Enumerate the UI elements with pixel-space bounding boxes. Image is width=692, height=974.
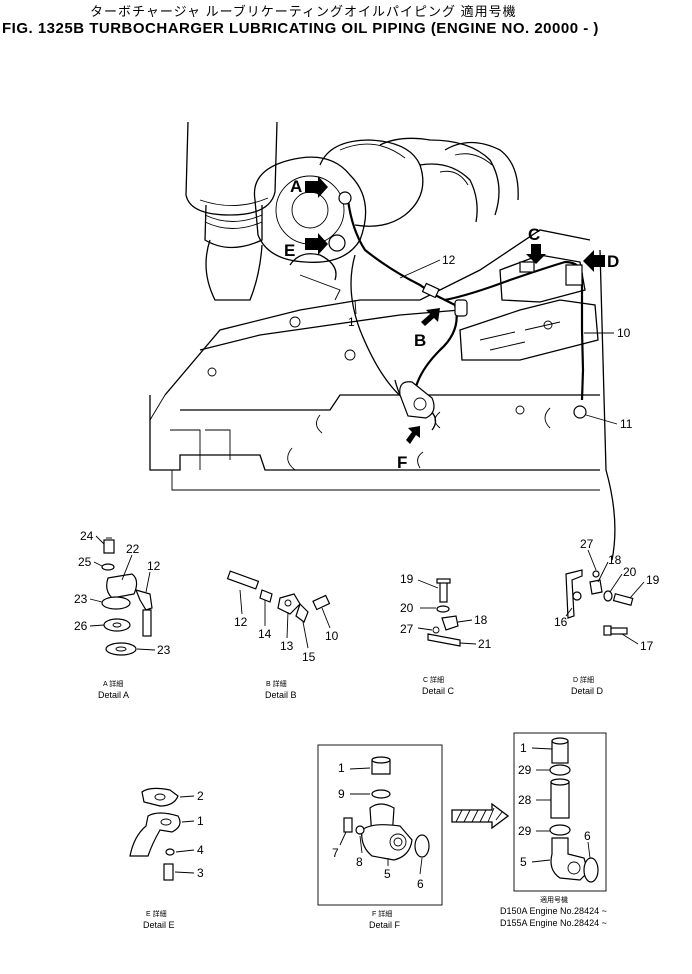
detail-c-part-21: 21	[478, 637, 492, 651]
applicable-d155a: D155A Engine No.28424 ~	[500, 918, 607, 928]
callout-a: A	[290, 177, 302, 196]
detail-e-caption-jp: E 詳細	[146, 909, 167, 918]
detail-f-part-6: 6	[417, 877, 424, 891]
detail-c: 19 20 18 27 21 C 詳細 Detail C	[400, 572, 492, 696]
detail-b-part-12: 12	[234, 615, 248, 629]
detail-b-caption-jp: B 詳細	[266, 679, 287, 688]
variant-part-28: 28	[518, 793, 532, 807]
callout-e: E	[284, 241, 295, 260]
callout-f-mark	[417, 451, 424, 469]
detail-e: 2 1 4 3 E 詳細 Detail E	[129, 787, 204, 930]
detail-f-part-7: 7	[332, 846, 339, 860]
detail-f-caption-jp: F 詳細	[372, 909, 392, 918]
detail-d-part-19: 19	[646, 573, 660, 587]
callout-b: B	[414, 331, 426, 350]
detail-d-part-27: 27	[580, 537, 594, 551]
detail-e-caption: Detail E	[143, 920, 175, 930]
applicable-d150a: D150A Engine No.28424 ~	[500, 906, 607, 916]
detail-e-part-3: 3	[197, 866, 204, 880]
detail-a-caption: Detail A	[98, 690, 129, 700]
detail-e-part-2: 2	[197, 789, 204, 803]
callout-arrows	[305, 176, 605, 444]
detail-a-part-23b: 23	[157, 643, 171, 657]
detail-d: 27 18 20 19 16 17 D 詳細 Detail D	[554, 537, 660, 696]
detail-f: 1 9 7 8 5 6 F 詳細 Detail F	[317, 744, 443, 930]
arrow-e	[305, 233, 328, 255]
part-label-10: 10	[617, 326, 631, 340]
detail-e-part-4: 4	[197, 843, 204, 857]
detail-f-part-9: 9	[338, 787, 345, 801]
detail-b-part-13: 13	[280, 639, 294, 653]
detail-variant-frame	[513, 732, 607, 892]
detail-a-part-25: 25	[78, 555, 92, 569]
detail-d-part-16: 16	[554, 615, 568, 629]
detail-f-frame	[317, 744, 443, 906]
detail-c-caption: Detail C	[422, 686, 455, 696]
detail-c-caption-jp: C 詳細	[423, 675, 444, 684]
variant-part-6: 6	[584, 829, 591, 843]
arrow-d	[583, 250, 605, 272]
callout-f: F	[397, 453, 407, 472]
detail-d-part-17: 17	[640, 639, 654, 653]
part-label-12: 12	[442, 253, 456, 267]
detail-a-part-22: 22	[126, 542, 140, 556]
detail-c-part-18: 18	[474, 613, 488, 627]
detail-b: 12 14 13 15 10 B 詳細 Detail B	[226, 570, 339, 700]
detail-f-part-5: 5	[384, 867, 391, 881]
arrow-b	[421, 308, 440, 326]
arrow-c	[526, 244, 546, 264]
detail-c-part-19: 19	[400, 572, 414, 586]
callout-d: D	[607, 252, 619, 271]
detail-c-part-20: 20	[400, 601, 414, 615]
japanese-title: ターボチャージャ ルーブリケーティングオイルパイピング 適用号機	[90, 4, 517, 19]
detail-b-part-14: 14	[258, 627, 272, 641]
hatched-arrow	[451, 802, 510, 830]
detail-a: 24 25 22 12 23 26 23 A 詳細 Detail A	[74, 529, 171, 700]
arrow-a	[305, 176, 328, 198]
engine-illustration	[149, 121, 616, 561]
detail-f-part-1: 1	[338, 761, 345, 775]
callout-c: C	[528, 225, 540, 244]
detail-a-part-24: 24	[80, 529, 94, 543]
part-label-11: 11	[620, 417, 633, 431]
detail-c-part-27: 27	[400, 622, 414, 636]
detail-b-part-10: 10	[325, 629, 339, 643]
detail-d-caption-jp: D 詳細	[573, 675, 594, 684]
detail-a-part-23: 23	[74, 592, 88, 606]
variant-part-1: 1	[520, 741, 527, 755]
variant-part-5: 5	[520, 855, 527, 869]
detail-b-caption: Detail B	[265, 690, 297, 700]
arrow-f	[406, 426, 420, 444]
detail-a-caption-jp: A 詳細	[103, 679, 123, 688]
figure-title: FIG. 1325B TURBOCHARGER LUBRICATING OIL …	[2, 20, 599, 37]
detail-d-part-18: 18	[608, 553, 622, 567]
detail-variant: 1 29 28 29 6 5 適用号機 D150A Engine No.2842…	[500, 732, 607, 928]
detail-a-part-26: 26	[74, 619, 88, 633]
detail-e-part-1: 1	[197, 814, 204, 828]
detail-f-caption: Detail F	[369, 920, 401, 930]
detail-f-part-8: 8	[356, 855, 363, 869]
detail-b-part-15: 15	[302, 650, 316, 664]
variant-part-29: 29	[518, 763, 532, 777]
part-label-1: 1	[348, 315, 355, 329]
detail-d-part-20: 20	[623, 565, 637, 579]
detail-d-caption: Detail D	[571, 686, 604, 696]
detail-a-part-12: 12	[147, 559, 161, 573]
applicable-jp: 適用号機	[540, 895, 568, 904]
variant-part-29b: 29	[518, 824, 532, 838]
